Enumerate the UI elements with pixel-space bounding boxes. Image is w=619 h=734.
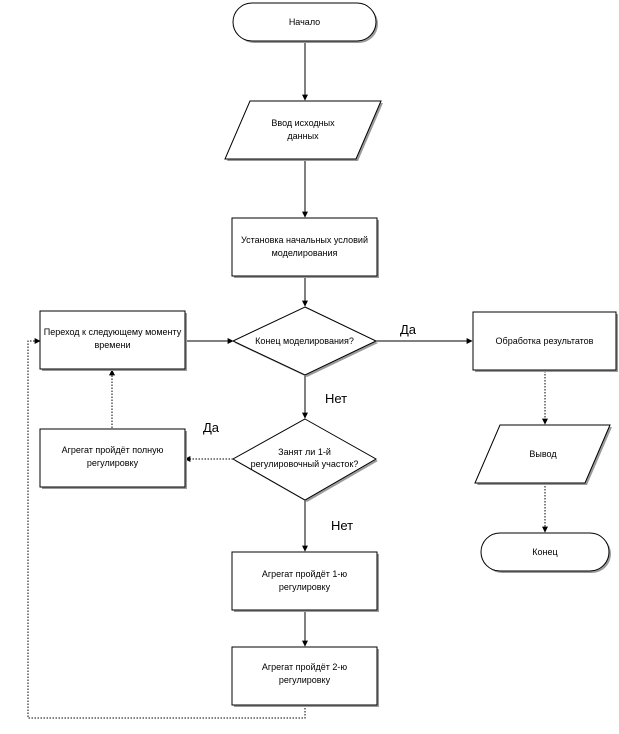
finish-label: Конец [532, 547, 557, 557]
busy-question-line1: Занят ли 1-й [278, 447, 331, 457]
input-label-line2: данных [287, 131, 319, 141]
adjust-2-block: Агрегат пройдёт 2-ю регулировку [231, 646, 379, 707]
full-adjust-block: Агрегат пройдёт полную регулировку [39, 428, 187, 489]
busy-question-line2: регулировочный участок? [251, 459, 359, 469]
next-time-line2: времени [95, 340, 131, 350]
no-label-busy: Нет [331, 518, 353, 533]
full-adjust-line1: Агрегат пройдёт полную [62, 445, 164, 455]
output-block: Вывод [474, 424, 612, 485]
next-time-line1: Переход к следующему моменту [44, 327, 182, 337]
end-terminator: Конец [480, 532, 611, 573]
start-label: Начало [289, 17, 320, 27]
full-adjust-line2: регулировку [87, 458, 139, 468]
init-conditions-block: Установка начальных условий моделировани… [231, 217, 379, 278]
end-simulation-decision: Конец моделирования? [231, 306, 378, 377]
input-data-block: Ввод исходных данных [224, 100, 383, 161]
start-terminator: Начало [232, 2, 378, 43]
output-label: Вывод [529, 449, 557, 459]
adjust-2-line2: регулировку [279, 675, 331, 685]
busy-section-decision: Занят ли 1-й регулировочный участок? [231, 418, 378, 502]
next-time-block: Переход к следующему моменту времени [39, 310, 187, 371]
input-label-line1: Ввод исходных [271, 118, 335, 128]
connectors [27, 42, 548, 719]
yes-label-end-sim: Да [400, 322, 417, 337]
init-label-line2: моделирования [272, 248, 338, 258]
no-label-end-sim: Нет [325, 391, 347, 406]
end-sim-question-label: Конец моделирования? [255, 336, 354, 346]
adjust-1-block: Агрегат пройдёт 1-ю регулировку [231, 551, 379, 612]
adjust-1-line2: регулировку [279, 582, 331, 592]
init-label-line1: Установка начальных условий [241, 235, 368, 245]
processing-block: Обработка результатов [472, 311, 618, 372]
yes-label-busy: Да [203, 420, 220, 435]
adjust-1-line1: Агрегат пройдёт 1-ю [262, 569, 348, 579]
processing-label: Обработка результатов [496, 336, 594, 346]
adjust-2-line1: Агрегат пройдёт 2-ю [262, 662, 348, 672]
